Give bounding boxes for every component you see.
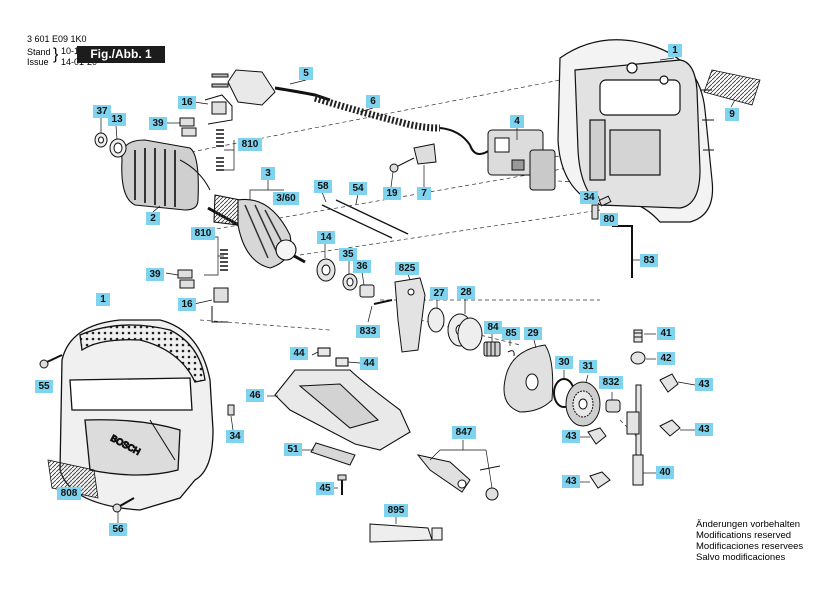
callout-13: 13 <box>108 113 126 126</box>
callout-9: 9 <box>725 108 739 121</box>
callout-51: 51 <box>284 443 302 456</box>
callout-31: 31 <box>579 360 597 373</box>
right-small-parts <box>591 195 633 278</box>
callout-14: 14 <box>317 231 335 244</box>
note-en: Modifications reserved <box>696 530 792 541</box>
stand-label: Stand <box>27 47 51 57</box>
callout-4: 4 <box>510 115 524 128</box>
callout-895: 895 <box>384 504 408 517</box>
label-strip-9 <box>703 69 761 106</box>
bushing <box>94 132 127 158</box>
callout-34-right: 34 <box>580 191 598 204</box>
cam-plate <box>503 344 554 413</box>
rods <box>321 199 409 239</box>
callout-84: 84 <box>484 321 502 334</box>
modification-notes: Änderungen vorbehalten Modifications res… <box>696 519 803 563</box>
note-de: Änderungen vorbehalten <box>696 519 801 530</box>
cable-plug <box>211 69 491 155</box>
callout-43-a: 43 <box>695 378 713 391</box>
blade-clamp <box>416 454 501 501</box>
callout-55: 55 <box>35 380 53 393</box>
callout-832: 832 <box>599 376 623 389</box>
callout-43-d: 43 <box>562 475 580 488</box>
callout-54: 54 <box>349 182 367 195</box>
callout-27: 27 <box>430 287 448 300</box>
callout-80: 80 <box>600 213 618 226</box>
callout-1-housing: 1 <box>668 44 682 57</box>
callout-7: 7 <box>417 187 431 200</box>
plate-51 <box>310 442 356 495</box>
base-plate <box>274 347 411 451</box>
callout-808: 808 <box>57 487 81 500</box>
callout-810-bottom: 810 <box>191 227 215 240</box>
part-number: 3 601 E09 1K0 <box>27 34 87 44</box>
stand-value: 10-11 <box>61 46 84 56</box>
armature <box>207 194 306 269</box>
left-screws <box>39 354 235 513</box>
callout-44-a: 44 <box>290 347 308 360</box>
callout-83: 83 <box>640 254 658 267</box>
note-fr: Modificaciones reservees <box>696 541 804 552</box>
callout-43-c: 43 <box>695 423 713 436</box>
callout-35: 35 <box>339 248 357 261</box>
callout-833: 833 <box>356 325 380 338</box>
callout-29: 29 <box>524 327 542 340</box>
housing-left: BOSCH <box>59 319 214 511</box>
callout-810-top: 810 <box>238 138 262 151</box>
callout-3-60: 3/60 <box>273 192 299 205</box>
callout-46: 46 <box>246 389 264 402</box>
callout-85: 85 <box>502 327 520 340</box>
brushes-bottom <box>177 249 229 323</box>
plunger <box>587 329 681 489</box>
callout-30: 30 <box>555 356 573 369</box>
grease-tube <box>369 523 443 543</box>
callout-3: 3 <box>261 167 275 180</box>
callout-39-bottom: 39 <box>146 268 164 281</box>
callout-40: 40 <box>656 466 674 479</box>
bracket-825 <box>373 277 426 353</box>
callout-28: 28 <box>457 286 475 299</box>
callout-6: 6 <box>366 95 380 108</box>
screw-19 <box>389 143 437 173</box>
callout-825: 825 <box>395 262 419 275</box>
callout-16-bottom: 16 <box>178 298 196 311</box>
needle-bearing <box>483 341 515 357</box>
switch <box>487 129 556 191</box>
bearings <box>316 258 375 298</box>
callout-847: 847 <box>452 426 476 439</box>
callout-39-top: 39 <box>149 117 167 130</box>
figure-label: Fig./Abb. 1 <box>77 46 165 63</box>
issue-label: Issue <box>27 57 49 67</box>
callout-2: 2 <box>146 212 160 225</box>
housing-right <box>557 39 714 223</box>
callout-37: 37 <box>93 105 111 118</box>
callout-45: 45 <box>316 482 334 495</box>
leader-lines <box>59 57 736 524</box>
callout-56: 56 <box>109 523 127 536</box>
callout-41: 41 <box>657 327 675 340</box>
callout-16-top: 16 <box>178 96 196 109</box>
note-es: Salvo modificaciones <box>696 552 786 563</box>
callout-5: 5 <box>299 67 313 80</box>
callout-36: 36 <box>353 260 371 273</box>
gear-assembly <box>553 378 621 427</box>
callout-42: 42 <box>657 352 675 365</box>
field-coil <box>121 139 211 211</box>
callout-44-b: 44 <box>360 357 378 370</box>
callout-34-left: 34 <box>226 430 244 443</box>
callout-1-left-housing: 1 <box>96 293 110 306</box>
callout-58: 58 <box>314 180 332 193</box>
washers <box>427 307 483 351</box>
callout-19: 19 <box>383 187 401 200</box>
brace: } <box>53 46 59 63</box>
callout-43-b: 43 <box>562 430 580 443</box>
brushes-top <box>179 94 233 171</box>
